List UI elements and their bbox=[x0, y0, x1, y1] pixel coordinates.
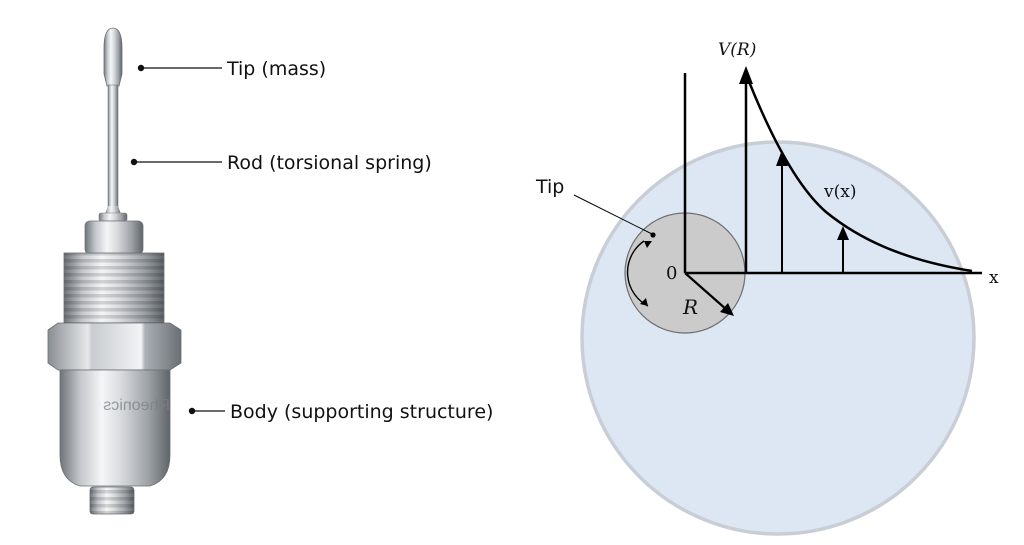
radius-arrow bbox=[684, 272, 734, 316]
sensor-tip bbox=[103, 27, 123, 87]
velocity-profile-curve bbox=[744, 73, 973, 273]
surface-velocity-label: V(R) bbox=[718, 40, 756, 60]
fluid-domain bbox=[580, 140, 976, 536]
callout-rod-label: Rod (torsional spring) bbox=[227, 152, 432, 174]
sensor-rod-collar bbox=[105, 206, 121, 214]
sensor-rod bbox=[107, 84, 119, 211]
sensor-body bbox=[59, 369, 171, 487]
velocity-arrow-1 bbox=[776, 150, 788, 273]
sensor-upper-cylinder bbox=[84, 220, 144, 255]
sensor-hex-nut bbox=[47, 322, 182, 371]
radius-label: R bbox=[682, 295, 698, 319]
sensor-flange bbox=[98, 212, 128, 222]
sensor-callouts: Tip (mass) Rod (torsional spring) Body (… bbox=[130, 58, 493, 423]
diagram-tip-label: Tip bbox=[535, 176, 564, 198]
origin-label: 0 bbox=[666, 263, 677, 284]
callout-rod: Rod (torsional spring) bbox=[130, 152, 432, 174]
velocity-arrow-2 bbox=[837, 226, 849, 273]
sensor-illustration: Rheonics bbox=[47, 27, 182, 515]
x-axis-label: x bbox=[989, 268, 999, 288]
callout-tip: Tip (mass) bbox=[137, 58, 326, 80]
sensor-threads bbox=[63, 252, 165, 327]
callout-body: Body (supporting structure) bbox=[188, 401, 493, 423]
sensor-engraving: Rheonics bbox=[103, 397, 170, 414]
rotation-arrow-icon bbox=[626, 240, 652, 307]
sensor-connector bbox=[89, 486, 135, 515]
callout-body-label: Body (supporting structure) bbox=[230, 401, 493, 423]
callout-tip-label: Tip (mass) bbox=[226, 58, 326, 80]
tip-leader bbox=[573, 194, 656, 238]
profile-label: v(x) bbox=[823, 182, 856, 202]
velocity-diagram: Tip 0 R V(R) v(x) x bbox=[535, 40, 999, 536]
